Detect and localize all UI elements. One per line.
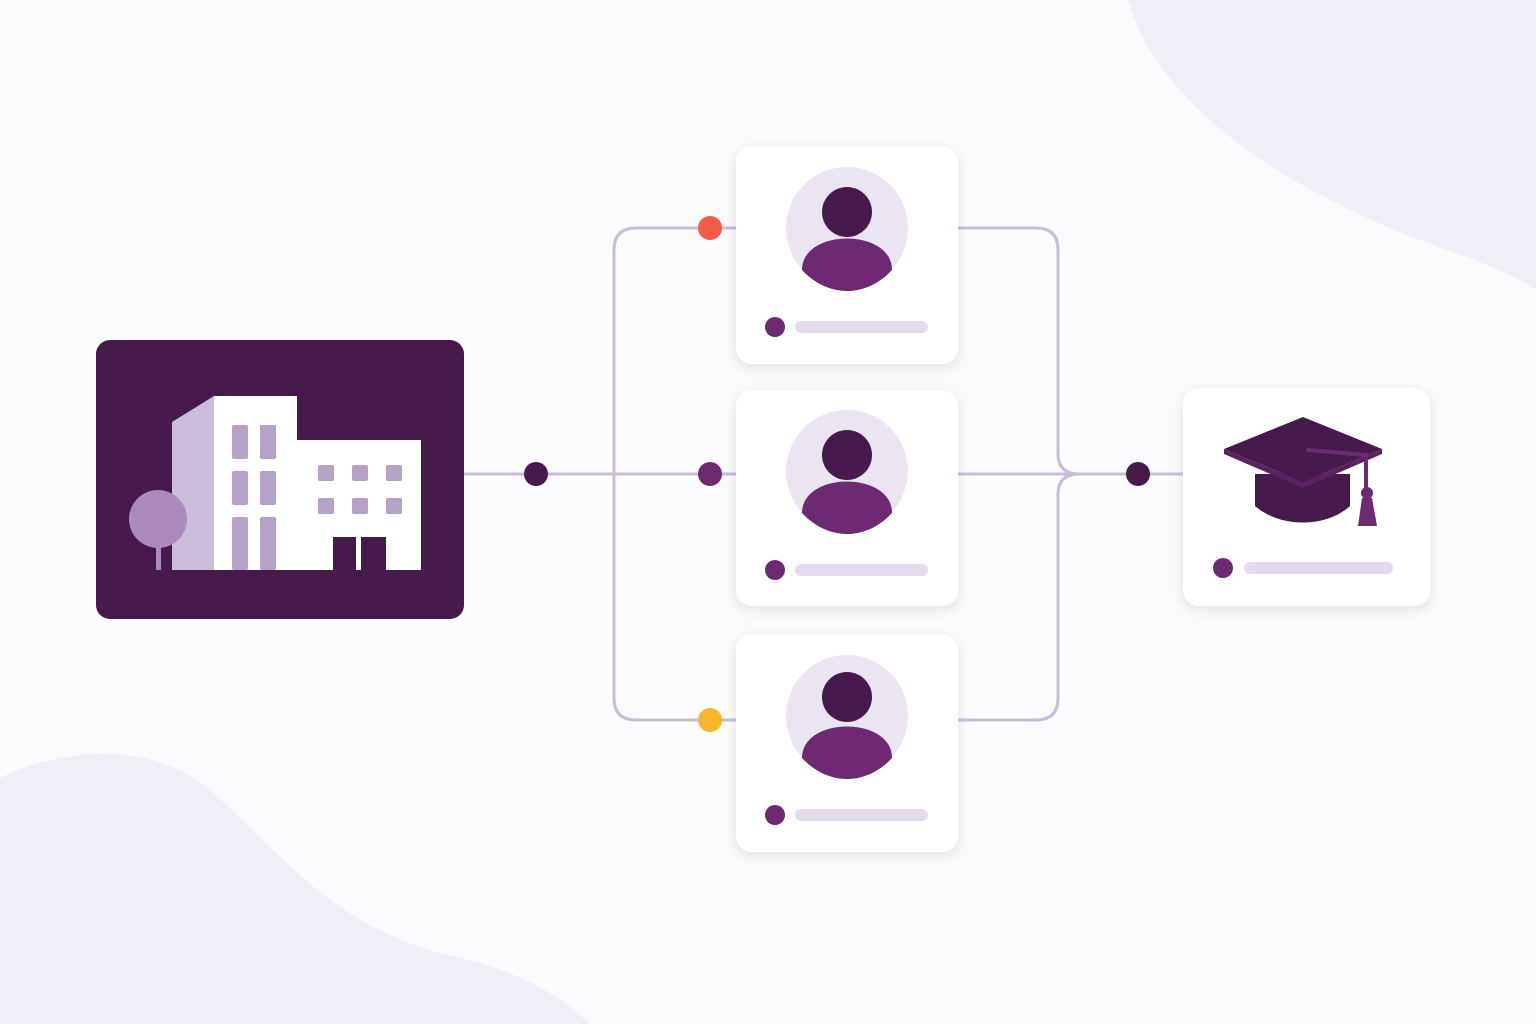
graduation-cap-icon — [1224, 417, 1382, 526]
placeholder-bar — [795, 809, 928, 821]
status-dot-red — [698, 216, 722, 240]
person-card — [736, 146, 958, 364]
status-dot-purple — [698, 462, 722, 486]
person-card — [736, 634, 958, 852]
connector-merge-bottom — [956, 472, 1082, 722]
status-dot-amber — [698, 708, 722, 732]
institution-node — [96, 340, 464, 619]
connector-merge-top — [956, 226, 1082, 476]
person-card-dot — [765, 317, 785, 337]
connector-lines — [462, 226, 1184, 722]
placeholder-bar — [1244, 562, 1393, 574]
person-card-dot — [765, 560, 785, 580]
background-blob-top-right — [1128, 0, 1536, 290]
hub-dot-left — [524, 462, 548, 486]
user-avatar-icon — [786, 655, 908, 779]
background-blob-bottom-left — [0, 753, 590, 1024]
tree-icon — [129, 490, 187, 570]
school-building-icon — [129, 396, 421, 570]
hub-dot-right — [1126, 462, 1150, 486]
graduation-card-dot — [1213, 558, 1233, 578]
placeholder-bar — [795, 321, 928, 333]
placeholder-bar — [795, 564, 928, 576]
graduation-card — [1183, 388, 1430, 606]
person-card — [736, 390, 958, 606]
user-avatar-icon — [786, 167, 908, 291]
connector-branch-top — [612, 226, 739, 722]
person-card-dot — [765, 805, 785, 825]
user-avatar-icon — [786, 410, 908, 534]
